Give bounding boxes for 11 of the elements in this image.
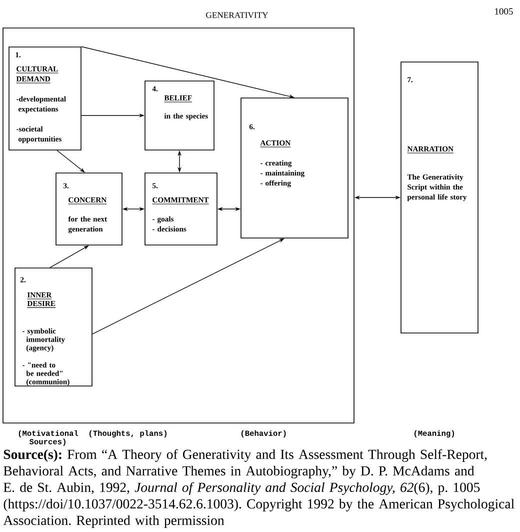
concept-box [240, 98, 348, 238]
concept-box [14, 268, 92, 386]
concept-box [8, 46, 82, 150]
concept-box [144, 80, 214, 150]
concept-box [56, 172, 122, 246]
concept-box [144, 172, 218, 246]
concept-box [400, 62, 478, 334]
running-head: GENERATIVITY [206, 12, 268, 18]
outer-frame [2, 28, 354, 424]
page-number: 1005 [495, 8, 513, 15]
source-note: Source(s): From “A Theory of Generativity and Its Assessment Through Self-Report, Behavioral Acts, and Narrative Themes in Autobiography,” by D. P. McAdams and E. de St. Aubin, 1992, Journal of Personality and Social Psychology, 62(6), p. 1005 (https://doi/10.1037/0022-3514.62.6.1003). Copyright 1992 by the American Psychological Association. Reprinted with permission [3, 449, 514, 528]
